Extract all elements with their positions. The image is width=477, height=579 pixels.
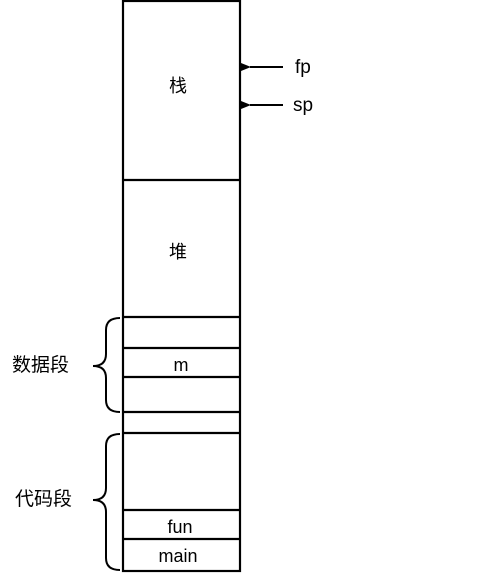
memory-column-border bbox=[121, 0, 242, 573]
data-segment-brace bbox=[92, 317, 121, 413]
code-fun-label: fun bbox=[167, 517, 192, 537]
code-main-label: main bbox=[158, 546, 197, 566]
fp-label: fp bbox=[295, 57, 311, 78]
code-segment-label: 代码段 bbox=[15, 488, 72, 510]
sp-label: sp bbox=[293, 95, 313, 116]
data-segment-label: 数据段 bbox=[12, 354, 69, 376]
heap-label: 堆 bbox=[169, 242, 187, 263]
code-segment-brace bbox=[92, 433, 121, 571]
data-variable-label: m bbox=[174, 355, 189, 375]
stack-label: 栈 bbox=[169, 76, 187, 97]
